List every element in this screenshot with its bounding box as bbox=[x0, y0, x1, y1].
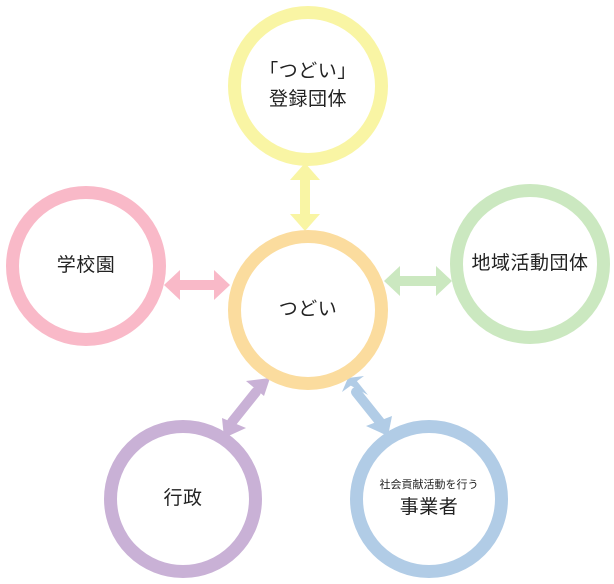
center-node: つどい bbox=[228, 230, 388, 390]
node-business-label: 事業者 bbox=[399, 496, 459, 519]
arrow-center-to-schools bbox=[164, 270, 230, 300]
node-schools-label: 学校園 bbox=[56, 254, 116, 277]
node-tsudoi-groups-line1: 「つどい」 bbox=[259, 60, 357, 83]
node-community-groups-label: 地域活動団体 bbox=[471, 252, 589, 275]
center-label: つどい bbox=[278, 298, 338, 321]
arrow-center-to-community-groups bbox=[384, 266, 452, 296]
node-tsudoi-groups-line2: 登録団体 bbox=[268, 88, 347, 110]
arrow-center-to-business bbox=[342, 376, 392, 436]
node-tsudoi-groups: 「つどい」 登録団体 bbox=[228, 6, 388, 166]
node-administration: 行政 bbox=[104, 420, 262, 578]
node-administration-label: 行政 bbox=[163, 487, 203, 510]
node-business-sublabel: 社会貢献活動を行う bbox=[379, 478, 479, 492]
arrow-center-to-tsudoi-groups bbox=[290, 163, 320, 231]
node-business: 社会貢献活動を行う 事業者 bbox=[350, 420, 508, 578]
arrow-center-to-administration bbox=[222, 378, 270, 438]
node-community-groups: 地域活動団体 bbox=[450, 184, 610, 344]
node-schools: 学校園 bbox=[6, 186, 166, 346]
